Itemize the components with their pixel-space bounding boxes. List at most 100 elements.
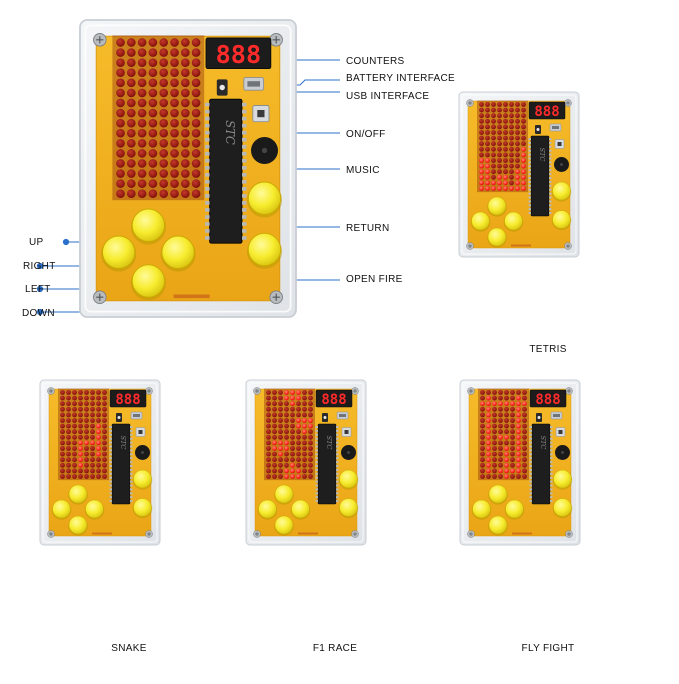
led-icon: [191, 159, 201, 168]
led-icon: [137, 38, 147, 47]
led-icon: [266, 462, 271, 468]
led-icon: [116, 138, 125, 148]
led-icon: [492, 462, 497, 468]
led-icon: [510, 423, 515, 429]
led-icon: [191, 98, 201, 108]
led-icon: [504, 406, 509, 412]
led-icon: [504, 390, 509, 395]
led-icon: [272, 401, 277, 407]
led-icon: [498, 390, 503, 395]
led-icon: [509, 107, 514, 113]
led-icon: [116, 118, 125, 128]
led-icon: [78, 395, 83, 401]
led-icon: [491, 186, 496, 191]
led-icon: [102, 457, 107, 463]
led-icon: [497, 124, 502, 130]
led-icon: [516, 440, 521, 446]
led-icon: [302, 401, 307, 407]
led-icon: [102, 412, 107, 418]
led-icon: [486, 401, 491, 407]
led-icon: [522, 401, 527, 407]
led-icon: [516, 429, 521, 435]
led-icon: [102, 401, 107, 407]
led-icon: [272, 451, 277, 457]
led-icon: [302, 468, 307, 474]
led-icon: [60, 406, 65, 412]
right-button: [504, 211, 523, 231]
led-icon: [503, 130, 508, 135]
led-icon: [485, 180, 490, 186]
led-icon: [522, 451, 527, 457]
led-icon: [170, 68, 179, 78]
display-digits: 888: [535, 392, 560, 408]
led-icon: [521, 152, 526, 158]
led-icon: [480, 390, 485, 395]
led-icon: [148, 179, 158, 188]
led-icon: [479, 186, 484, 191]
led-icon: [485, 186, 490, 191]
led-icon: [191, 108, 201, 118]
led-icon: [84, 395, 89, 401]
led-icon: [159, 128, 169, 138]
led-icon: [84, 474, 89, 479]
led-icon: [498, 406, 503, 412]
led-icon: [78, 406, 83, 412]
led-icon: [491, 102, 496, 107]
led-icon: [290, 446, 295, 451]
led-icon: [515, 124, 520, 130]
led-icon: [102, 390, 107, 395]
led-icon: [516, 462, 521, 468]
caption-fly-fight: FLY FIGHT: [522, 643, 575, 654]
led-icon: [509, 135, 514, 141]
led-icon: [302, 462, 307, 468]
led-icon: [504, 462, 509, 468]
led-icon: [515, 118, 520, 124]
led-icon: [296, 406, 301, 412]
led-icon: [485, 174, 490, 180]
led-icon: [308, 418, 313, 423]
led-icon: [272, 434, 277, 440]
led-icon: [66, 468, 71, 474]
led-icon: [84, 390, 89, 395]
led-icon: [497, 174, 502, 180]
led-icon: [497, 107, 502, 113]
led-icon: [290, 423, 295, 429]
led-icon: [480, 418, 485, 423]
led-icon: [284, 468, 289, 474]
led-icon: [96, 406, 101, 412]
led-icon: [522, 440, 527, 446]
display-digits: 888: [115, 392, 140, 408]
led-icon: [102, 446, 107, 451]
led-icon: [509, 186, 514, 191]
led-icon: [191, 169, 201, 178]
led-icon: [480, 395, 485, 401]
led-icon: [170, 38, 179, 47]
led-icon: [479, 152, 484, 158]
led-icon: [522, 446, 527, 451]
led-icon: [180, 88, 190, 98]
led-icon: [72, 451, 77, 457]
led-icon: [522, 423, 527, 429]
led-icon: [78, 429, 83, 435]
led-icon: [96, 462, 101, 468]
led-icon: [290, 474, 295, 479]
caption-snake: SNAKE: [111, 643, 146, 654]
led-icon: [96, 446, 101, 451]
led-icon: [498, 423, 503, 429]
led-icon: [516, 418, 521, 423]
led-icon: [492, 418, 497, 423]
led-icon: [137, 98, 147, 108]
led-icon: [159, 68, 169, 78]
return-button: [553, 469, 572, 489]
led-icon: [66, 457, 71, 463]
led-icon: [515, 186, 520, 191]
led-icon: [504, 457, 509, 463]
led-icon: [191, 179, 201, 188]
led-icon: [492, 429, 497, 435]
right-button: [291, 499, 310, 519]
down-button: [487, 227, 507, 247]
led-icon: [521, 102, 526, 107]
led-icon: [296, 446, 301, 451]
down-button: [274, 515, 294, 535]
label-open-fire: OPEN FIRE: [346, 274, 403, 285]
